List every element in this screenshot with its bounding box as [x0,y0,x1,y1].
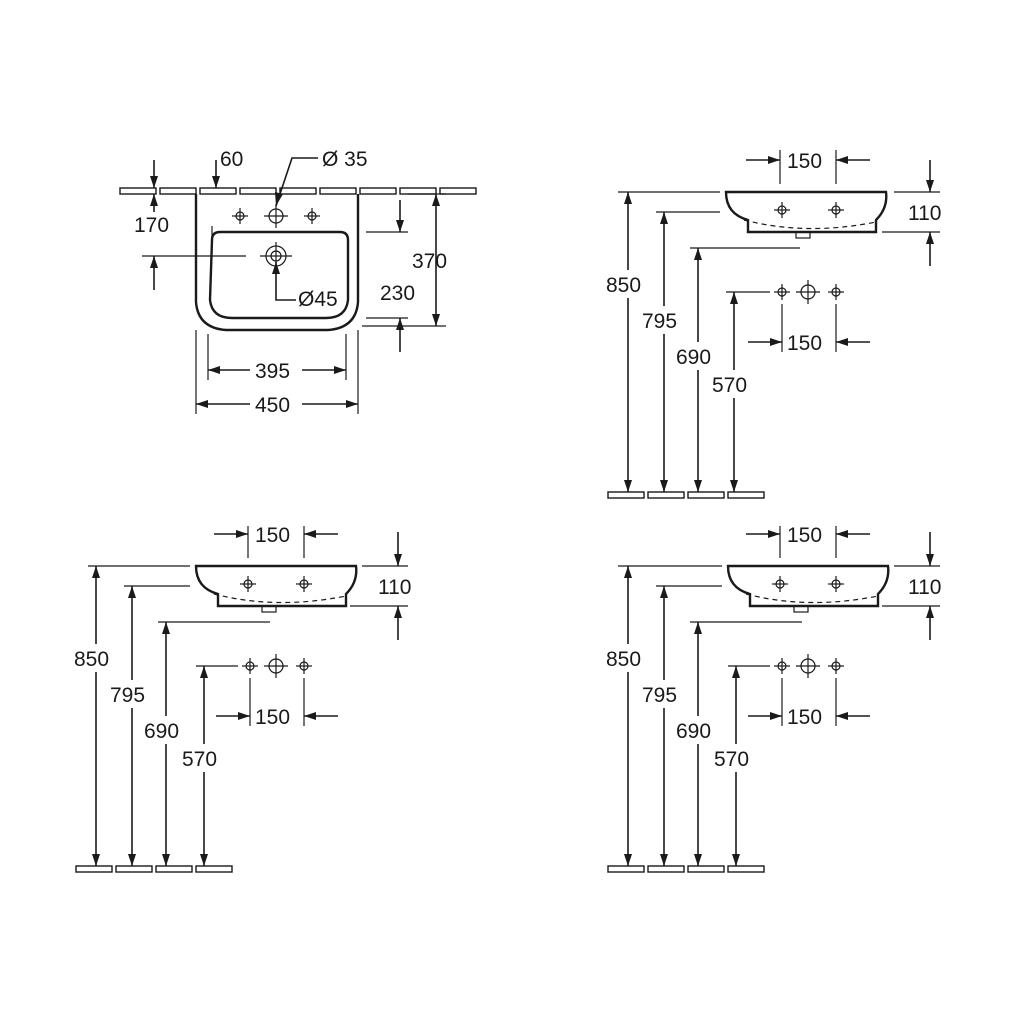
dim-150-top-label: 150 [787,524,822,547]
basin-bowl [208,230,350,320]
side-view-b: 150 110 850 795 690 [74,524,411,873]
basin-profile [194,564,358,608]
tap-hole-icon [303,207,321,225]
tap-hole-icon [295,575,313,593]
floor-strip [607,865,765,873]
dim-110-label: 110 [908,576,941,599]
tap-hole-icon [773,657,791,675]
dim-850-label: 850 [606,274,641,297]
dim-150-top-label: 150 [787,150,822,173]
floor-strip [75,865,233,873]
tap-hole-icon [263,203,289,229]
dim-795-label: 795 [642,310,677,333]
dim-230-label: 230 [380,282,415,305]
dim-850-label: 850 [606,648,641,671]
dim-dia45-label: Ø45 [298,288,338,311]
basin-profile [726,564,890,608]
tap-hole-icon [231,207,249,225]
basin-profile [724,190,888,234]
dim-795-label: 795 [110,684,145,707]
dim-690-label: 690 [144,720,179,743]
dim-150-bottom-label: 150 [787,332,822,355]
dim-690-label: 690 [676,346,711,369]
tap-hole-icon [773,283,791,301]
dim-395-label: 395 [255,360,290,383]
tap-hole-icon [263,653,289,679]
top-view: 60 Ø 35 170 370 230 Ø45 [119,148,477,417]
tap-hole-icon [241,657,259,675]
tap-hole-icon [295,657,313,675]
basin-outline [194,194,360,332]
dim-dia35-label: Ø 35 [322,148,368,171]
dim-795-label: 795 [642,684,677,707]
dim-850-label: 850 [74,648,109,671]
dim-370-label: 370 [412,250,447,273]
dim-110-label: 110 [378,576,411,599]
side-view-c: 150 110 850 795 690 [606,524,941,873]
dim-110-label: 110 [908,202,941,225]
tap-hole-icon [773,201,791,219]
dim-570-label: 570 [714,748,749,771]
dim-150-bottom-label: 150 [255,706,290,729]
tap-hole-icon [795,653,821,679]
tap-hole-icon [827,201,845,219]
side-view-a: 150 110 850 795 690 [606,150,941,499]
tap-hole-icon [827,283,845,301]
dim-570-label: 570 [182,748,217,771]
tap-hole-icon [827,575,845,593]
dim-690-label: 690 [676,720,711,743]
dim-150-top-label: 150 [255,524,290,547]
wall-strip [119,187,477,195]
tap-hole-icon [239,575,257,593]
tap-hole-icon [795,279,821,305]
dim-170-label: 170 [134,214,169,237]
dim-60-label: 60 [220,148,243,171]
dim-570-label: 570 [712,374,747,397]
dim-450-label: 450 [255,394,290,417]
tap-hole-icon [771,575,789,593]
floor-strip [607,491,765,499]
dim-150-bottom-label: 150 [787,706,822,729]
tap-hole-icon [827,657,845,675]
